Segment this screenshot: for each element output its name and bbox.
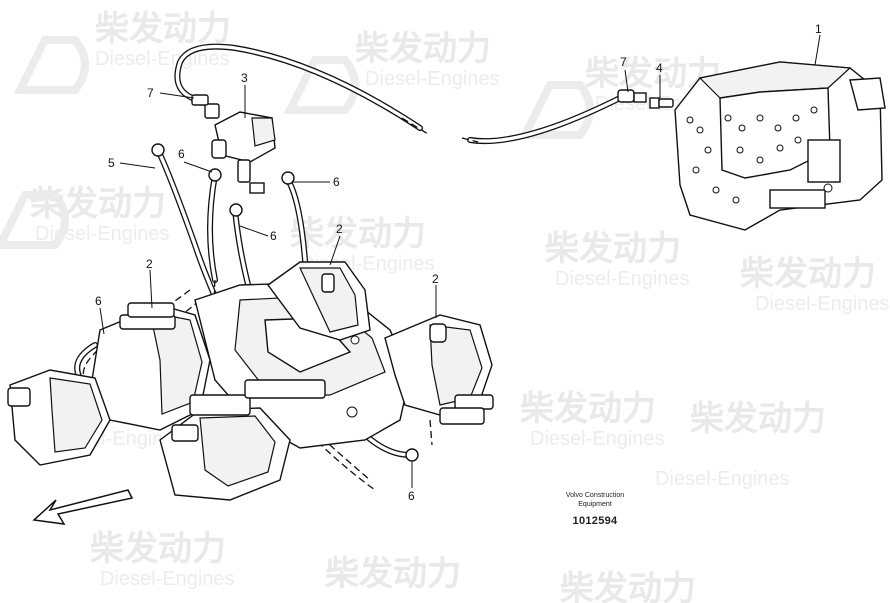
watermark-chinese-10: 柴发动力 [690, 399, 826, 439]
watermark-logo-icon [0, 191, 69, 249]
callout-6-bottom: 6 [408, 489, 415, 503]
pump-assembly [7, 261, 494, 501]
callout-6-top: 6 [178, 147, 185, 161]
callout-2-middle: 2 [336, 222, 343, 236]
manufacturer-line-2: Equipment [578, 501, 612, 508]
watermark-english-6: Diesel-Engines [555, 268, 690, 290]
watermark-chinese-6: 柴发动力 [545, 229, 681, 269]
watermark-chinese-4: 柴发动力 [30, 184, 166, 224]
callout-2-right: 2 [432, 272, 439, 286]
control-valve-block [674, 61, 886, 231]
watermark-english-4: Diesel-Engines [35, 223, 170, 245]
callout-6-middle: 6 [270, 229, 277, 243]
drawing-number: 1012594 [572, 515, 618, 527]
leader-lines [99, 34, 821, 488]
direction-arrow-icon [32, 489, 134, 525]
watermark-logo-icon [518, 81, 594, 139]
watermark-chinese-13: 柴发动力 [560, 569, 696, 603]
drawing-caption: Volvo Construction Equipment 1012594 [545, 491, 645, 527]
callout-5: 5 [108, 156, 115, 170]
watermark-english-9: Diesel-Engines [530, 428, 665, 450]
watermark-logo-icon [13, 36, 89, 94]
manufacturer-line-1: Volvo Construction [565, 492, 625, 499]
watermark-english-1: Diesel-Engines [95, 48, 230, 70]
watermark-chinese-12: 柴发动力 [325, 554, 461, 594]
callout-4: 4 [656, 61, 663, 75]
watermark-chinese-9: 柴发动力 [520, 389, 656, 429]
callout-2-left: 2 [146, 257, 153, 271]
callout-6-right-hose: 6 [333, 175, 340, 189]
callout-3: 3 [241, 71, 248, 85]
watermark-chinese-7: 柴发动力 [740, 254, 876, 294]
watermark-english-11: Diesel-Engines [100, 568, 235, 590]
watermark-chinese-2: 柴发动力 [355, 29, 491, 69]
callout-6-left: 6 [95, 294, 102, 308]
watermark-logo-icon [283, 56, 359, 114]
fitting-item-7-right [617, 89, 647, 103]
watermark-english-2: Diesel-Engines [365, 68, 500, 90]
fitting-item-4 [649, 97, 674, 109]
callout-1: 1 [815, 22, 822, 36]
watermark-english-10: Diesel-Engines [655, 468, 790, 490]
long-hydraulic-hose [174, 43, 623, 145]
valve-block-item-3 [204, 103, 276, 194]
callout-7-right: 7 [620, 55, 627, 69]
watermark-chinese-1: 柴发动力 [95, 9, 231, 49]
callout-labels: 1 7 4 3 7 5 6 6 6 2 2 2 6 6 [95, 22, 822, 503]
watermark-chinese-11: 柴发动力 [90, 529, 226, 569]
callout-7-left: 7 [147, 86, 154, 100]
fitting-item-7-left [191, 94, 209, 106]
watermark-english-7: Diesel-Engines [755, 293, 890, 315]
watermark-chinese-5: 柴发动力 [290, 214, 426, 254]
